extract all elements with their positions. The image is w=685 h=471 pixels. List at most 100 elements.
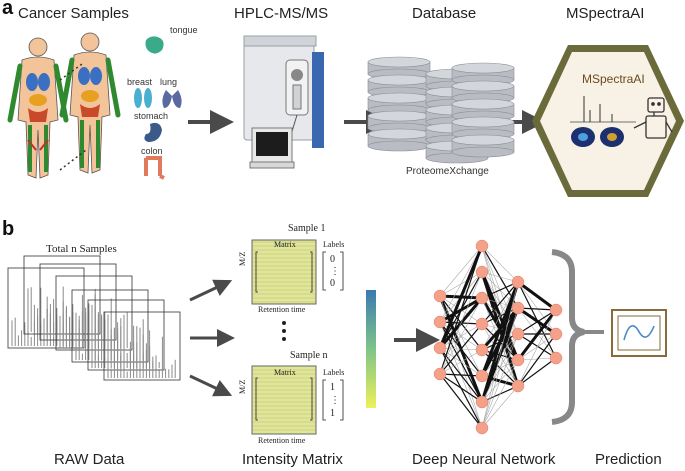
organ-label-lung: lung <box>160 77 178 87</box>
human-body-front-icon <box>7 37 69 179</box>
arrow-b1 <box>189 279 233 302</box>
organ-label-tongue: tongue <box>170 25 198 35</box>
bottom-label-prediction: Prediction <box>595 451 662 468</box>
stage-database: Database <box>412 5 477 22</box>
nn-edge <box>439 271 483 375</box>
nn-neuron <box>433 289 447 303</box>
nn-neuron <box>511 327 525 341</box>
nn-neuron <box>475 317 489 331</box>
tongue-icon <box>145 36 164 54</box>
stage-hplc: HPLC-MS/MS <box>234 5 329 22</box>
mspectraai-hexagon <box>532 45 684 197</box>
nn-edge <box>481 307 519 429</box>
axis-x-1: Retention time <box>258 305 306 314</box>
nn-neuron <box>475 395 489 409</box>
raw-title: Total n Samples <box>46 243 117 255</box>
matrix-n-label: Matrix <box>274 368 296 377</box>
nn-edge <box>481 281 519 325</box>
nn-neuron <box>475 265 489 279</box>
labels-title-1: Labels <box>323 240 345 249</box>
database-name: ProteomeXchange <box>406 166 489 177</box>
bottom-label-intensity: Intensity Matrix <box>242 451 343 468</box>
database-icon <box>367 56 515 164</box>
vertical-ellipsis <box>282 321 286 341</box>
breast-icon <box>134 88 152 108</box>
nn-neuron <box>511 275 525 289</box>
labels-title-n: Labels <box>323 368 345 377</box>
matrix-1-label: Matrix <box>274 240 296 249</box>
nn-neuron <box>549 303 563 317</box>
heatmap-blob-icon <box>571 127 624 147</box>
stage-mspectraai: MSpectraAI <box>566 5 645 22</box>
nn-edge <box>480 281 520 403</box>
nn-edge <box>517 333 557 361</box>
nn-edge <box>517 306 557 336</box>
nn-edge <box>481 245 519 283</box>
neural-network <box>433 239 563 435</box>
nn-neuron <box>475 369 489 383</box>
nn-edge <box>516 309 558 361</box>
organ-label-breast: breast <box>127 77 153 87</box>
nn-edge <box>439 373 483 403</box>
organ-label-colon: colon <box>141 146 163 156</box>
nn-neuron <box>475 291 489 305</box>
nn-edge <box>517 357 557 387</box>
database-cylinder <box>451 134 515 158</box>
label-vec-n-c: 1 <box>330 408 335 419</box>
nn-edge <box>517 309 557 387</box>
matrix-1 <box>251 239 317 305</box>
nn-edge <box>517 280 557 312</box>
hexagon-title: MSpectraAI <box>582 72 645 86</box>
nn-neuron <box>433 367 447 381</box>
nn-edge <box>517 309 557 335</box>
nn-edge <box>439 323 483 375</box>
lung-icon <box>162 90 182 108</box>
bottom-label-raw: RAW Data <box>54 451 125 468</box>
matrix-n <box>251 365 317 435</box>
sample-n-title: Sample n <box>290 350 328 361</box>
bottom-label-dnn: Deep Neural Network <box>412 451 556 468</box>
axis-y-n: M/Z <box>238 379 247 394</box>
nn-edge <box>439 245 483 375</box>
nn-edge <box>439 245 483 297</box>
nn-edge <box>439 349 483 375</box>
nn-neuron <box>433 315 447 329</box>
nn-edge <box>438 245 484 349</box>
nn-neuron <box>549 327 563 341</box>
nn-neuron <box>511 353 525 367</box>
colon-icon <box>144 156 165 180</box>
nn-edge <box>481 385 519 429</box>
nn-neuron <box>475 421 489 435</box>
robot-icon <box>633 97 673 139</box>
matrix-brackets <box>255 251 344 421</box>
nn-edge <box>481 359 519 429</box>
human-body-back-icon <box>59 32 121 174</box>
nn-edge <box>517 307 557 311</box>
database-cylinder <box>367 128 431 152</box>
nn-neuron <box>511 379 525 393</box>
nn-edge <box>481 281 519 299</box>
stage-cancer-samples: Cancer Samples <box>18 5 129 22</box>
hplc-instrument-icon <box>243 35 324 169</box>
prediction-icon <box>611 309 667 357</box>
nn-neuron <box>475 343 489 357</box>
nn-edge <box>517 333 557 359</box>
nn-neuron <box>475 239 489 253</box>
stomach-icon <box>144 122 162 142</box>
database-cylinder <box>451 116 515 140</box>
callout-dots <box>59 63 87 171</box>
nn-edge <box>439 373 483 377</box>
nn-neuron <box>549 351 563 365</box>
raw-spectrum-frame <box>87 299 165 371</box>
arrow-b3 <box>189 374 233 397</box>
colorbar <box>366 290 376 408</box>
nn-neuron <box>433 341 447 355</box>
axis-y-1: M/Z <box>238 251 247 266</box>
label-vec-1-b: ⋮ <box>330 266 340 277</box>
nn-edge <box>481 281 519 351</box>
label-vec-n-a: 1 <box>330 382 335 393</box>
axis-x-n: Retention time <box>258 436 306 445</box>
nn-edge <box>481 333 519 429</box>
nn-neuron <box>511 301 525 315</box>
